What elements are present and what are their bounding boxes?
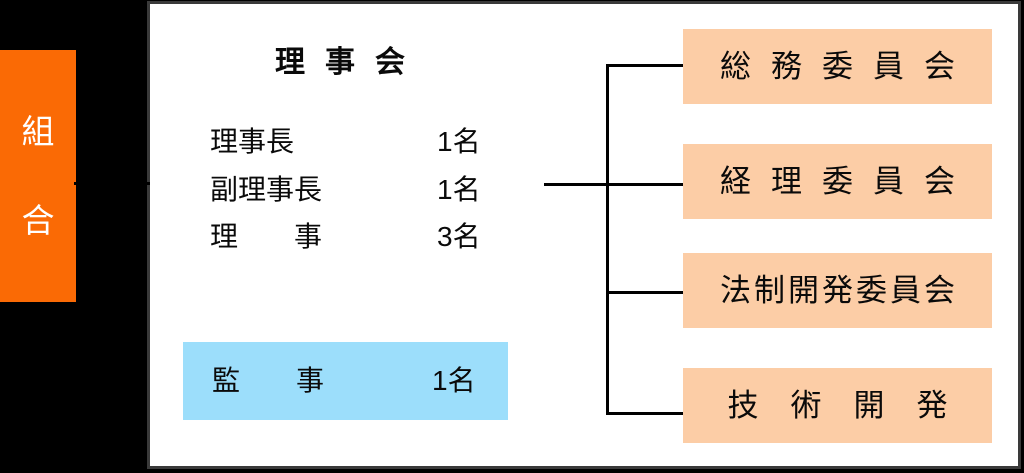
- committee-box-general-affairs: 総務委員会: [683, 29, 992, 104]
- board-title: 理事会: [275, 46, 425, 79]
- member-count: 3名: [437, 221, 481, 252]
- committee-box-technical-development: 技術開発: [683, 368, 992, 443]
- union-label-char-1: 組: [21, 113, 55, 150]
- member-count: 1名: [437, 174, 481, 205]
- committee-label: 技術開発: [727, 388, 980, 423]
- member-row-vice-chairman: 副理事長 1名: [210, 176, 510, 206]
- union-to-board-connector-line: [74, 182, 150, 185]
- auditor-role: 監 事: [212, 365, 325, 396]
- committee-label: 法制開発委員会: [720, 273, 958, 308]
- auditor-box: 監 事 1名: [183, 342, 508, 420]
- auditor-count: 1名: [432, 365, 476, 396]
- branch-line-legal-development: [606, 291, 684, 294]
- committee-label: 総務委員会: [720, 49, 975, 84]
- committee-box-legal-development: 法制開発委員会: [683, 253, 992, 328]
- member-row-chairman: 理事長 1名: [210, 128, 510, 158]
- committee-box-accounting: 経理委員会: [683, 144, 992, 219]
- branch-line-technical-development: [606, 412, 684, 415]
- union-label-box: 組 合: [0, 50, 76, 302]
- board-to-tree-line: [544, 183, 684, 186]
- tree-trunk-line: [606, 64, 609, 415]
- member-role: 副理事長: [210, 174, 323, 205]
- union-label-char-2: 合: [21, 202, 55, 239]
- member-row-directors: 理 事 3名: [210, 223, 510, 253]
- member-role: 理事長: [210, 126, 295, 157]
- member-role: 理 事: [210, 221, 323, 252]
- member-count: 1名: [437, 126, 481, 157]
- branch-line-general-affairs: [606, 64, 684, 67]
- committee-label: 経理委員会: [720, 164, 975, 199]
